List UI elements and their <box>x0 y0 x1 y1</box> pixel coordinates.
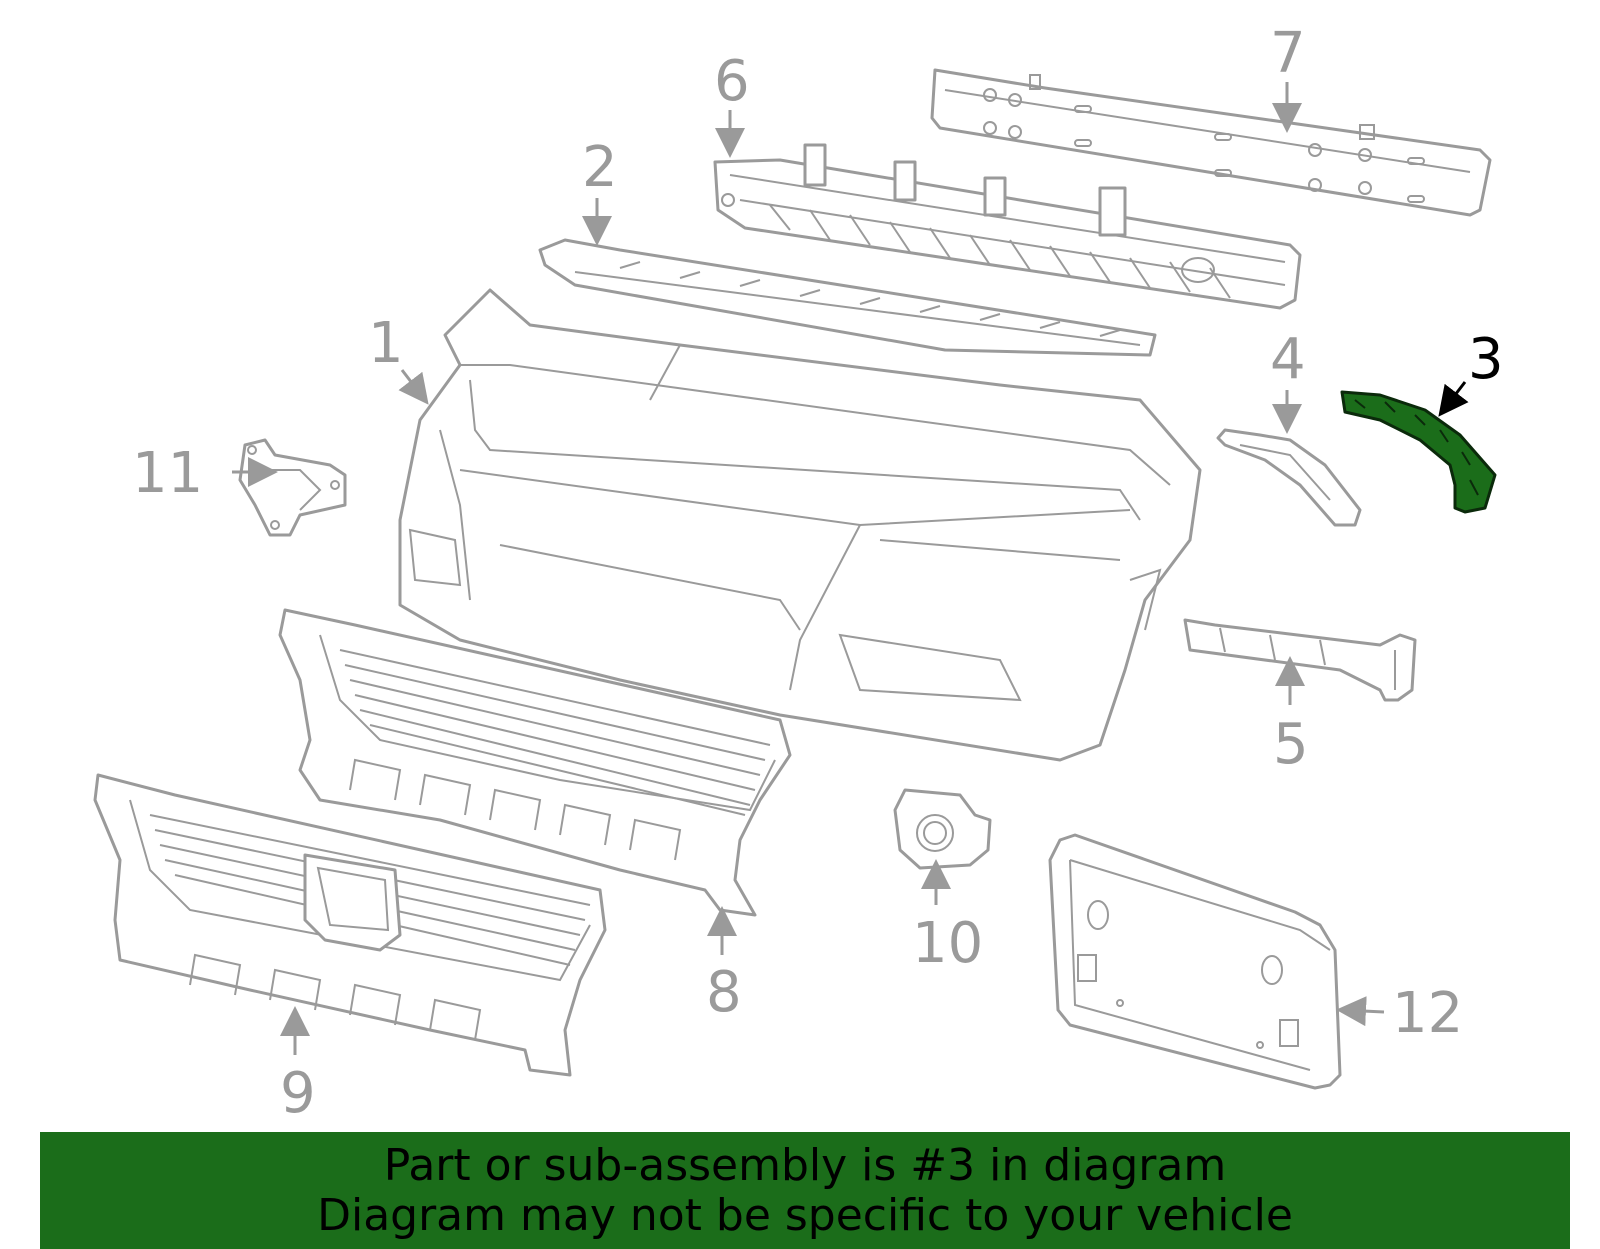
part-10-fog-lamp-bezel[interactable] <box>893 788 992 870</box>
callout-11: 11 <box>132 441 203 506</box>
callout-10: 10 <box>912 911 983 976</box>
part-5-lower-bracket[interactable] <box>1183 618 1417 702</box>
part-6-energy-absorber[interactable] <box>713 143 1302 310</box>
part-7-reinforcement-bar[interactable] <box>930 68 1492 217</box>
callout-1: 1 <box>368 311 404 376</box>
banner-line-1: Part or sub-assembly is #3 in diagram <box>383 1139 1227 1191</box>
part-9-lower-grille[interactable] <box>93 773 607 1077</box>
part-11-bracket[interactable] <box>238 438 347 537</box>
info-banner: Part or sub-assembly is #3 in diagram Di… <box>40 1132 1570 1249</box>
callout-labels: 1 2 3 4 5 6 7 8 9 10 11 12 <box>132 21 1504 1126</box>
callout-8: 8 <box>706 960 742 1025</box>
callout-4: 4 <box>1270 327 1306 392</box>
callout-6: 6 <box>714 49 750 114</box>
part-12-license-plate-bracket[interactable] <box>1048 833 1342 1090</box>
callout-7: 7 <box>1270 21 1306 86</box>
part-3-highlighted-bracket[interactable] <box>1340 390 1497 514</box>
part-4-side-bracket[interactable] <box>1216 428 1362 527</box>
banner-line-2: Diagram may not be specific to your vehi… <box>317 1189 1293 1241</box>
callout-2: 2 <box>582 135 618 200</box>
callout-12: 12 <box>1392 981 1463 1046</box>
leader-arrows <box>232 82 1469 1055</box>
part-1-bumper-cover[interactable] <box>398 288 1202 762</box>
callout-5: 5 <box>1273 712 1309 777</box>
part-8-upper-grille[interactable] <box>278 608 792 917</box>
callout-3: 3 <box>1468 327 1504 392</box>
callout-9: 9 <box>280 1061 316 1126</box>
